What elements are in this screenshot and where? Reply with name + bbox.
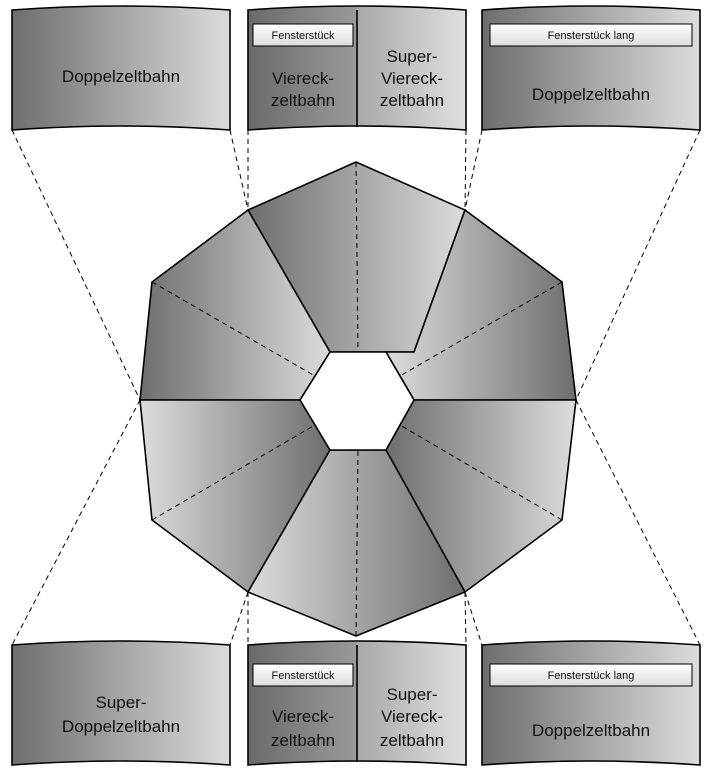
- panel-top-left: Doppelzeltbahn: [11, 5, 231, 131]
- panel-label-1: Super-: [95, 693, 146, 712]
- window-label: Fensterstück lang: [548, 30, 635, 42]
- window-piece: [252, 23, 354, 47]
- octagon: [139, 161, 577, 637]
- panel-bottom-center: Fensterstück Viereck- zeltbahn Super- Vi…: [247, 640, 467, 766]
- window-piece-long: [489, 23, 693, 47]
- right-label-3: zeltbahn: [380, 91, 444, 110]
- right-label-1: Super-: [386, 685, 437, 704]
- center-opening: [299, 351, 415, 451]
- window-piece-long: [489, 663, 693, 687]
- right-label-2: Viereck-: [381, 69, 443, 88]
- panel-bottom-right: Fensterstück lang Doppelzeltbahn: [481, 640, 701, 766]
- right-label-3: zeltbahn: [380, 731, 444, 750]
- right-label-2: Viereck-: [381, 707, 443, 726]
- window-label: Fensterstück: [272, 670, 335, 682]
- window-piece: [252, 663, 354, 687]
- window-label: Fensterstück lang: [548, 670, 635, 682]
- leader-lines: [11, 129, 701, 646]
- left-label-1: Viereck-: [272, 707, 334, 726]
- left-label-1: Viereck-: [272, 69, 334, 88]
- left-label-2: zeltbahn: [271, 731, 335, 750]
- panel-label: Doppelzeltbahn: [532, 721, 650, 740]
- right-label-1: Super-: [386, 47, 437, 66]
- panel-bottom-left: Super- Doppelzeltbahn: [11, 640, 231, 766]
- panel-top-right: Fensterstück lang Doppelzeltbahn: [481, 5, 701, 131]
- left-label-2: zeltbahn: [271, 91, 335, 110]
- window-label: Fensterstück: [272, 30, 335, 42]
- panel-label-2: Doppelzeltbahn: [62, 717, 180, 736]
- panel-label: Doppelzeltbahn: [62, 67, 180, 86]
- panel-label: Doppelzeltbahn: [532, 85, 650, 104]
- panel-top-center: Fensterstück Viereck- zeltbahn Super- Vi…: [247, 5, 467, 131]
